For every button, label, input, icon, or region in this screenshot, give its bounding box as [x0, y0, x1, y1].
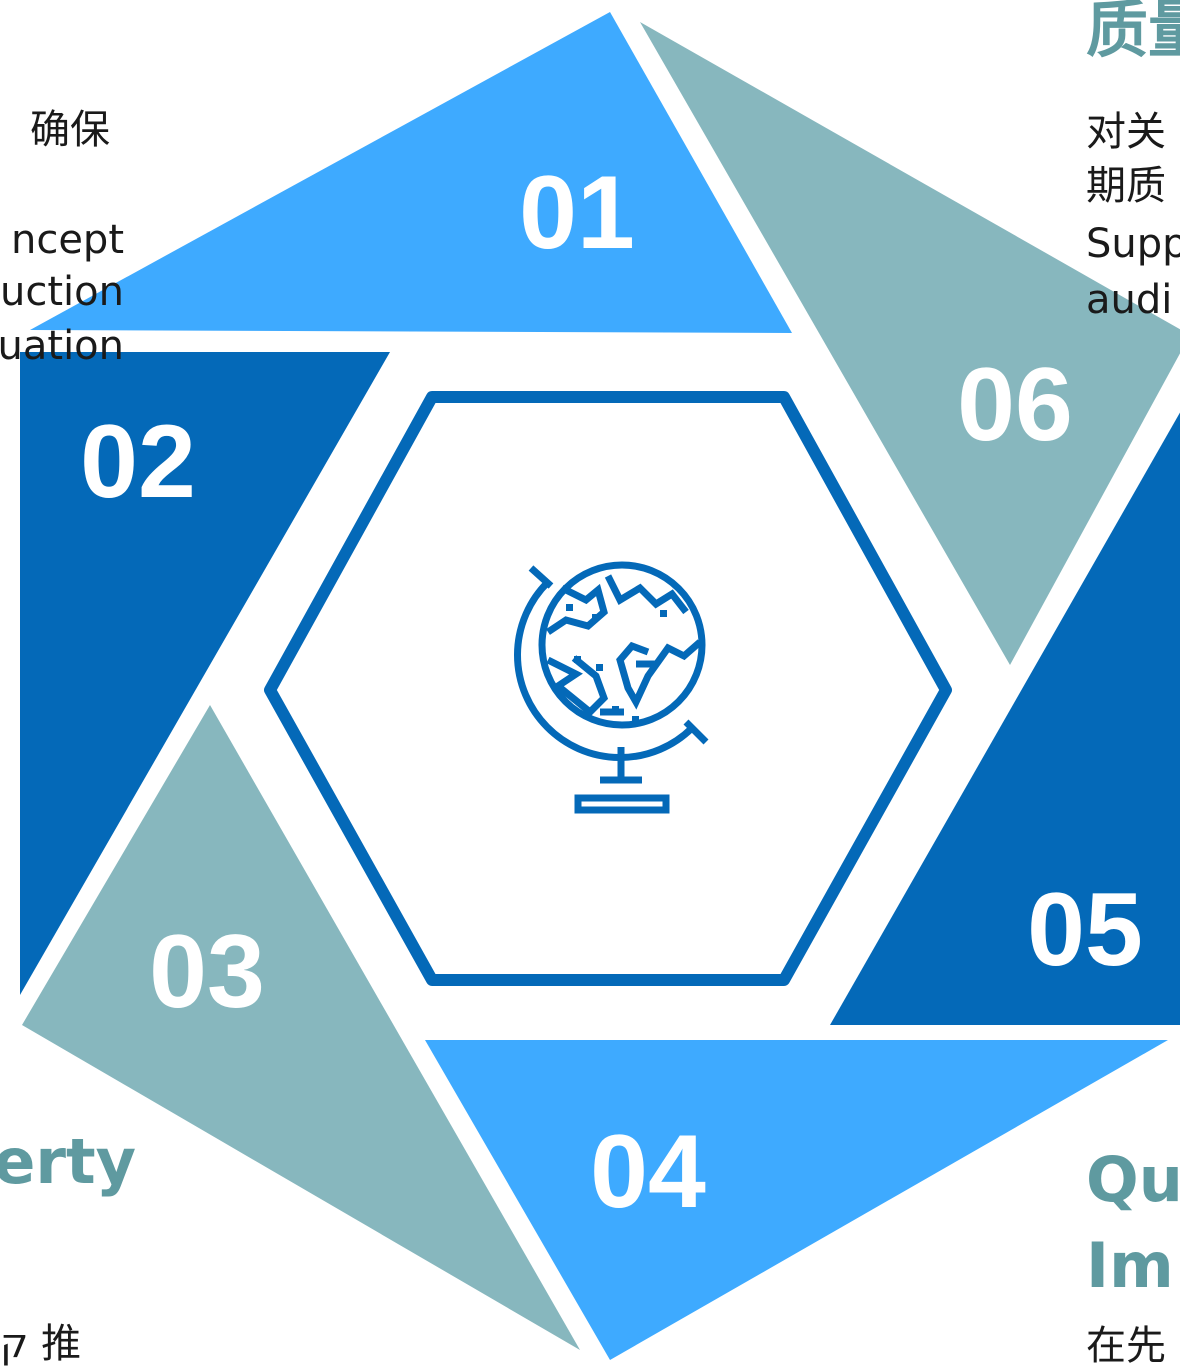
right-top-line-4: audi [1086, 277, 1173, 323]
left-top-line-1: 确保 [30, 107, 110, 153]
globe-dots [566, 604, 667, 723]
segment-number-05: 05 [1027, 872, 1143, 988]
left-top-line-2: ncept [10, 217, 124, 263]
left-bottom-title: erty [0, 1125, 136, 1198]
segment-number-03: 03 [149, 914, 265, 1030]
segment-02 [20, 352, 390, 995]
segment-number-06: 06 [957, 347, 1073, 463]
right-bottom-line-1: 在先 [1086, 1323, 1166, 1369]
left-top-line-3: uction [0, 269, 124, 315]
segment-number-02: 02 [80, 404, 196, 520]
segment-03 [22, 705, 580, 1350]
right-top-line-2: 期质 [1086, 163, 1166, 209]
segment-number-01: 01 [519, 155, 635, 271]
right-bottom-title-1: Qu [1086, 1143, 1180, 1216]
segment-06 [640, 22, 1180, 665]
segment-05 [830, 412, 1180, 1025]
segment-04 [425, 1040, 1168, 1360]
segment-01 [30, 12, 792, 333]
right-top-line-3: Supp [1086, 221, 1180, 267]
left-bottom-line-1: ק 推 [0, 1321, 82, 1367]
globe-icon [513, 561, 709, 814]
center-hexagon [264, 391, 952, 986]
right-top-title: 质量 [1086, 0, 1180, 66]
right-top-line-1: 对关 [1086, 109, 1166, 155]
left-top-line-4: uation [0, 323, 124, 369]
right-bottom-title-2: Im [1086, 1229, 1174, 1302]
segment-number-04: 04 [590, 1114, 706, 1230]
